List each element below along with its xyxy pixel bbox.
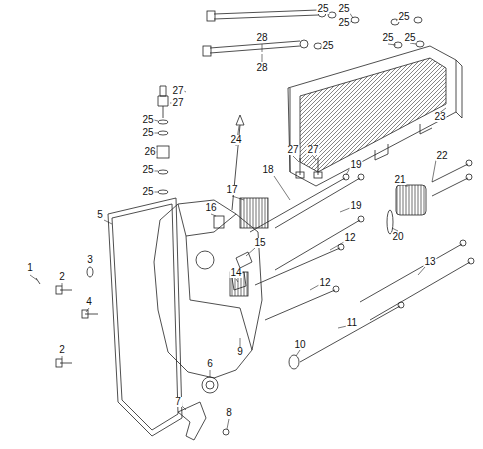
dipstick [232, 115, 244, 210]
callout-number: 19 [349, 201, 362, 211]
hose [203, 9, 326, 56]
callout-number: 6 [206, 359, 214, 369]
callout-number: 11 [346, 318, 358, 328]
callout-number: 25 [403, 33, 416, 43]
bolt [36, 160, 474, 369]
callout-number: 14 [229, 268, 242, 278]
o-ring [387, 210, 393, 234]
callout-number: 17 [225, 185, 238, 195]
gasket [108, 198, 182, 436]
bracket [178, 402, 206, 440]
callout-number: 20 [391, 232, 404, 242]
callout-number: 16 [204, 203, 217, 213]
callout-number: 25 [321, 41, 334, 51]
fitting [157, 86, 169, 194]
callout-number: 8 [225, 408, 233, 418]
bolt [296, 158, 322, 178]
callout-number: 28 [255, 33, 268, 43]
callout-number: 7 [174, 397, 182, 407]
spacer [214, 216, 224, 228]
callout-number: 22 [435, 151, 448, 161]
thermostat [396, 185, 426, 215]
callout-number: 4 [85, 297, 93, 307]
callout-number: 25 [381, 33, 394, 43]
callout-number: 25 [141, 187, 154, 197]
callout-number: 19 [349, 160, 362, 170]
callout-number: 1 [26, 263, 34, 273]
callout-number: 25 [337, 18, 350, 28]
callout-number: 24 [229, 135, 242, 145]
clip [236, 252, 252, 268]
callout-number: 9 [236, 347, 244, 357]
leader-line [30, 12, 446, 429]
callout-number: 5 [96, 210, 104, 220]
callout-number: 27 [286, 145, 299, 155]
callout-number: 21 [393, 175, 406, 185]
callout-number: 26 [143, 147, 156, 157]
callout-number: 25 [316, 4, 329, 14]
callout-number: 23 [433, 112, 446, 122]
seal [202, 377, 218, 393]
callout-number: 15 [253, 238, 266, 248]
callout-number: 18 [261, 165, 274, 175]
spring [223, 429, 229, 435]
callout-number: 25 [337, 4, 350, 14]
callout-number: 27 [306, 145, 319, 155]
callout-number: 2 [58, 345, 66, 355]
callout-number: 12 [318, 278, 331, 288]
callout-number: 25 [397, 12, 410, 22]
radiator [288, 46, 462, 186]
callout-number: 13 [423, 257, 436, 267]
callout-number: 27 [171, 86, 184, 96]
callout-number: 2 [58, 272, 66, 282]
filter [240, 198, 268, 228]
callout-number: 25 [141, 128, 154, 138]
callout-number: 27 [171, 98, 184, 108]
callout-number: 28 [255, 63, 268, 73]
callout-number: 10 [293, 340, 306, 350]
callout-number: 25 [141, 115, 154, 125]
callout-number: 25 [141, 165, 154, 175]
callout-number: 3 [86, 255, 94, 265]
callout-number: 12 [343, 233, 356, 243]
